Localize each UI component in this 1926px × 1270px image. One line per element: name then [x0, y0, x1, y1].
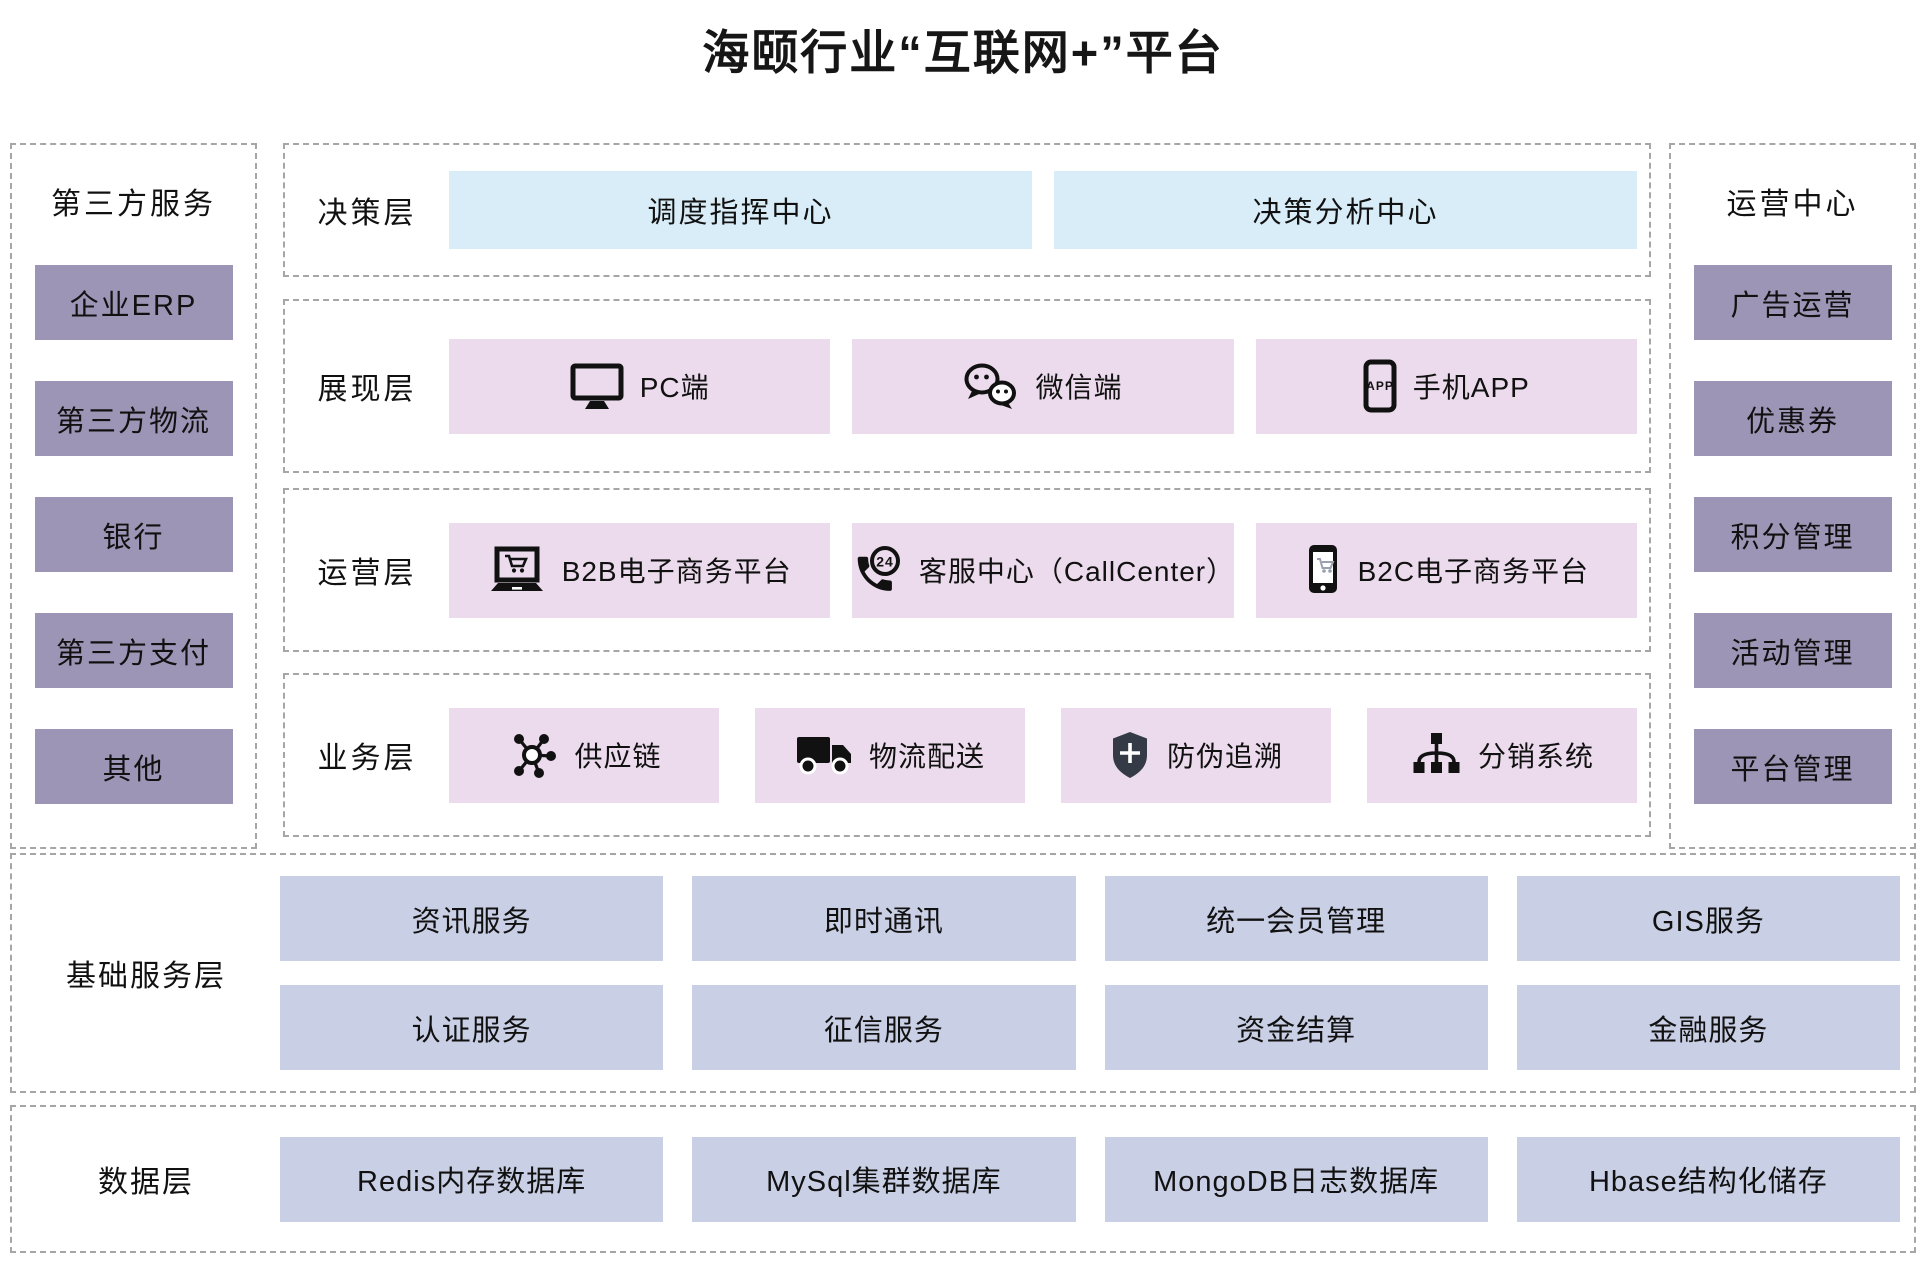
- anti-counterfeit-trace-box: 防伪追溯: [1061, 707, 1331, 803]
- phone-24-icon: 24: [851, 545, 903, 595]
- svg-text:APP: APP: [1366, 379, 1394, 393]
- pc-client-box: PC端: [449, 338, 831, 434]
- base-service-layer-panel: 基础服务层 资讯服务 即时通讯 统一会员管理 GIS服务 认证服务 征信服务 资…: [10, 853, 1916, 1093]
- b2c-ecommerce-box: B2C电子商务平台: [1255, 522, 1637, 618]
- network-hub-icon: [506, 729, 558, 781]
- bank-box: 银行: [34, 497, 233, 572]
- page-title: 海颐行业“互联网+”平台: [702, 26, 1224, 79]
- pc-client-label: PC端: [639, 372, 710, 403]
- distribution-system-label: 分销系统: [1477, 741, 1594, 772]
- data-layer-panel: 数据层 Redis内存数据库 MySql集群数据库 MongoDB日志数据库 H…: [10, 1105, 1916, 1253]
- base-service-grid: 资讯服务 即时通讯 统一会员管理 GIS服务 认证服务 征信服务 资金结算 金融…: [280, 876, 1914, 1070]
- business-layer-label: 业务层: [317, 742, 417, 775]
- coupon-box: 优惠券: [1693, 381, 1892, 456]
- info-service-box: 资讯服务: [280, 876, 664, 961]
- anti-counterfeit-trace-label: 防伪追溯: [1166, 741, 1283, 772]
- presentation-layer-boxes: PC端 微信端: [449, 338, 1649, 434]
- points-management-box: 积分管理: [1693, 497, 1892, 572]
- logistics-delivery-label: 物流配送: [868, 741, 985, 772]
- gis-service-box: GIS服务: [1516, 876, 1900, 961]
- mobile-app-box: APP 手机APP: [1255, 338, 1637, 434]
- wechat-client-label: 微信端: [1035, 372, 1123, 403]
- shield-icon: [1109, 730, 1151, 780]
- presentation-layer-row: 展现层 PC端: [283, 299, 1651, 473]
- erp-box: 企业ERP: [34, 265, 233, 340]
- supply-chain-box: 供应链: [449, 707, 719, 803]
- finance-service-box: 金融服务: [1516, 985, 1900, 1070]
- operation-layer-row: 运营层 B2B电子商务平台: [283, 488, 1651, 652]
- third-party-payment-box: 第三方支付: [34, 613, 233, 688]
- left-panel: 第三方服务 企业ERP 第三方物流 银行 第三方支付 其他: [10, 143, 257, 849]
- right-panel: 运营中心 广告运营 优惠券 积分管理 活动管理 平台管理: [1669, 143, 1916, 849]
- platform-management-box: 平台管理: [1693, 729, 1892, 804]
- fund-settlement-box: 资金结算: [1104, 985, 1488, 1070]
- auth-service-box: 认证服务: [280, 985, 664, 1070]
- data-layer-grid: Redis内存数据库 MySql集群数据库 MongoDB日志数据库 Hbase…: [280, 1136, 1914, 1222]
- activity-management-box: 活动管理: [1693, 613, 1892, 688]
- decision-layer-boxes: 调度指挥中心 决策分析中心: [449, 171, 1649, 249]
- dispatch-command-center-box: 调度指挥中心: [449, 171, 1032, 249]
- business-layer-boxes: 供应链 物流配送: [449, 707, 1649, 803]
- distribution-system-box: 分销系统: [1367, 707, 1637, 803]
- instant-messaging-box: 即时通讯: [692, 876, 1076, 961]
- b2b-ecommerce-label: B2B电子商务平台: [561, 556, 792, 587]
- supply-chain-label: 供应链: [574, 741, 662, 772]
- wechat-client-box: 微信端: [852, 338, 1234, 434]
- operation-layer-label: 运营层: [317, 557, 417, 590]
- sitemap-icon: [1410, 731, 1462, 779]
- laptop-cart-icon: [488, 546, 546, 594]
- operation-layer-boxes: B2B电子商务平台 24 客服中心（CallCenter）: [449, 522, 1649, 618]
- monitor-icon: [570, 363, 624, 410]
- third-party-logistics-box: 第三方物流: [34, 381, 233, 456]
- wechat-icon: [963, 362, 1019, 410]
- redis-box: Redis内存数据库: [280, 1136, 664, 1222]
- hbase-box: Hbase结构化储存: [1516, 1136, 1900, 1222]
- mysql-box: MySql集群数据库: [692, 1136, 1076, 1222]
- decision-layer-label: 决策层: [317, 197, 417, 230]
- member-management-box: 统一会员管理: [1104, 876, 1488, 961]
- ad-operation-box: 广告运营: [1693, 265, 1892, 340]
- svg-text:24: 24: [876, 554, 894, 570]
- other-box: 其他: [34, 729, 233, 804]
- truck-icon: [795, 733, 853, 777]
- right-panel-title: 运营中心: [1726, 188, 1859, 221]
- data-layer-label: 数据层: [98, 1166, 194, 1199]
- mobile-app-label: 手机APP: [1412, 372, 1530, 403]
- mobile-cart-icon: [1304, 543, 1342, 597]
- mongodb-box: MongoDB日志数据库: [1104, 1136, 1488, 1222]
- decision-layer-row: 决策层 调度指挥中心 决策分析中心: [283, 143, 1651, 277]
- base-service-layer-label: 基础服务层: [66, 960, 226, 993]
- call-center-box: 24 客服中心（CallCenter）: [851, 522, 1236, 618]
- presentation-layer-label: 展现层: [317, 373, 417, 406]
- b2c-ecommerce-label: B2C电子商务平台: [1357, 556, 1590, 587]
- left-panel-title: 第三方服务: [51, 188, 216, 221]
- business-layer-row: 业务层: [283, 673, 1651, 837]
- decision-analysis-center-box: 决策分析中心: [1054, 171, 1637, 249]
- logistics-delivery-box: 物流配送: [755, 707, 1025, 803]
- credit-service-box: 征信服务: [692, 985, 1076, 1070]
- b2b-ecommerce-box: B2B电子商务平台: [449, 522, 831, 618]
- phone-app-icon: APP: [1363, 359, 1397, 413]
- call-center-label: 客服中心（CallCenter）: [918, 556, 1236, 587]
